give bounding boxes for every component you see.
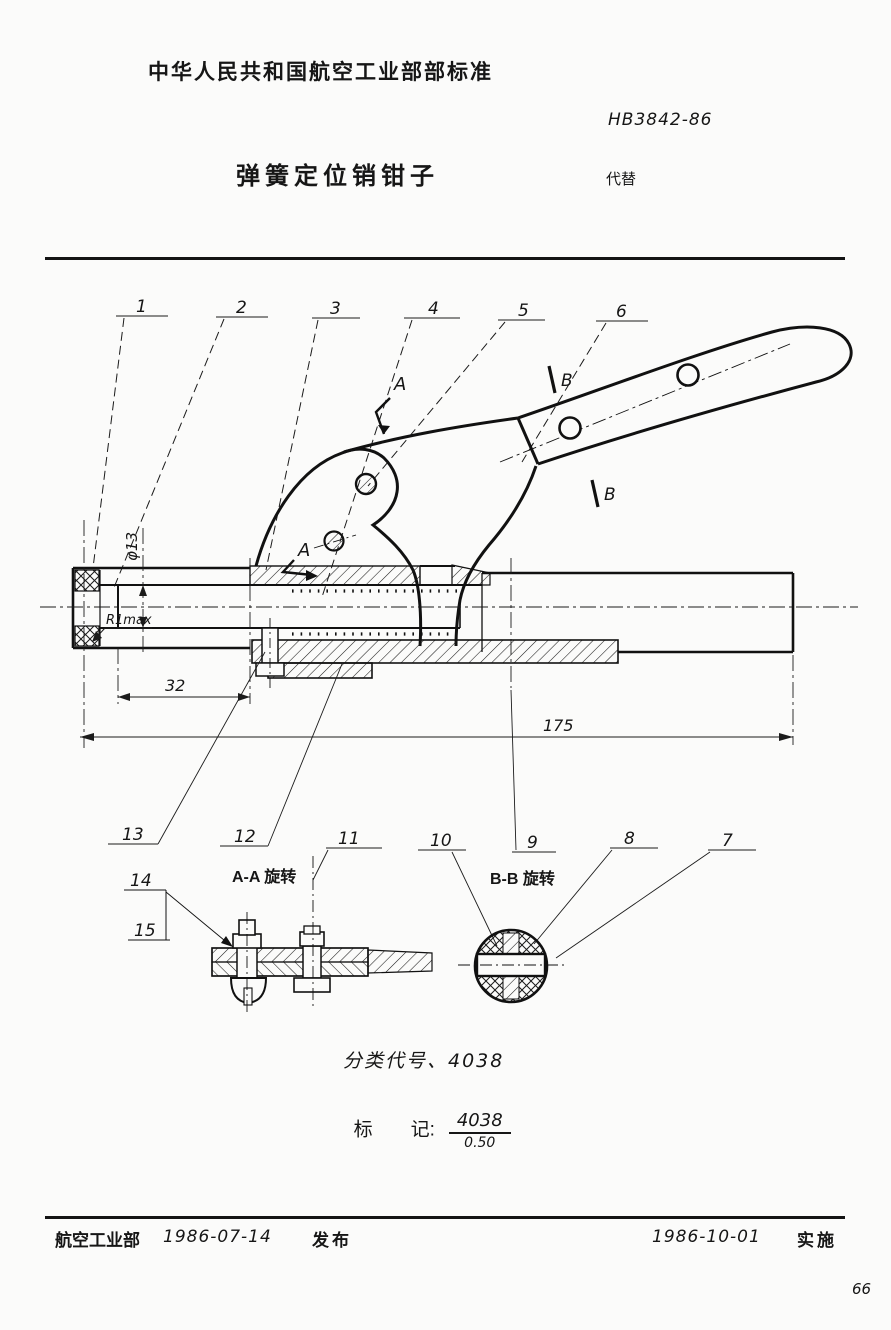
callout-11: 11 xyxy=(338,829,360,849)
callout-7: 7 xyxy=(722,831,733,851)
jaw-head xyxy=(71,566,482,650)
footer-rule xyxy=(45,1216,845,1219)
standard-number: HB3842-86 xyxy=(608,110,713,130)
footer-implement-label: 实施 xyxy=(797,1231,837,1250)
section-aa: A-A 旋转 14 15 xyxy=(124,856,433,1012)
cut-letter-a1: A xyxy=(393,374,406,395)
dim-diameter: φ13 xyxy=(123,532,141,561)
header-rule xyxy=(45,257,845,260)
bottom-callouts: 13 12 11 10 9 8 7 xyxy=(108,651,756,959)
locating-pin xyxy=(261,627,279,664)
dim-175: 175 xyxy=(543,716,574,735)
callout-14: 14 xyxy=(130,871,152,891)
lower-hatched-slab xyxy=(251,639,619,664)
footer-issuer: 航空工业部 xyxy=(55,1231,140,1250)
callout-6: 6 xyxy=(616,302,627,322)
section-aa-label: A-A 旋转 xyxy=(232,867,296,886)
callout-15: 15 xyxy=(134,921,156,941)
callout-2: 2 xyxy=(236,298,247,318)
footer-issue-date: 1986-07-14 xyxy=(163,1227,272,1247)
callout-5: 5 xyxy=(518,301,529,321)
dim-radius: R1max xyxy=(106,613,152,628)
screw-hole-section xyxy=(323,530,345,552)
section-cut-marks: B B A A xyxy=(280,365,616,581)
marking-label: 标 记: xyxy=(353,1119,435,1141)
section-bb: B-B 旋转 xyxy=(458,869,564,1004)
dim-32: 32 xyxy=(165,676,185,695)
callout-1: 1 xyxy=(136,297,147,317)
footer-publish-label: 发布 xyxy=(312,1231,352,1250)
cut-letter-b1: B xyxy=(561,371,573,391)
callout-13: 13 xyxy=(122,825,144,845)
callout-12: 12 xyxy=(234,827,256,847)
callout-10: 10 xyxy=(430,831,452,851)
callout-3: 3 xyxy=(330,299,341,319)
centerlines xyxy=(40,520,858,748)
cut-letter-b2: B xyxy=(604,485,616,505)
spring-bracket xyxy=(249,564,619,692)
marking-numerator: 4038 xyxy=(448,1110,511,1134)
callout-9: 9 xyxy=(527,833,538,853)
callout-4: 4 xyxy=(428,299,439,319)
dimensions: φ13 R1max 32 175 xyxy=(80,532,793,741)
pivot-pin-section xyxy=(354,472,378,496)
marking-denominator: 0.50 xyxy=(464,1135,496,1151)
tube-handle xyxy=(482,571,795,654)
page-number: 66 xyxy=(852,1280,872,1298)
replaces-label: 代替 xyxy=(606,171,637,188)
section-bb-label: B-B 旋转 xyxy=(490,869,555,888)
lever-handle xyxy=(254,325,853,647)
document-title: 弹簧定位销钳子 xyxy=(236,163,439,190)
cut-letter-a2: A xyxy=(297,540,310,561)
classification-note: 分类代号、4038 xyxy=(343,1050,505,1072)
footer-effective-date: 1986-10-01 xyxy=(652,1227,761,1247)
top-callouts: 1 2 3 4 5 6 xyxy=(92,297,648,598)
callout-8: 8 xyxy=(624,829,635,849)
header-title: 中华人民共和国航空工业部部标准 xyxy=(148,61,493,84)
